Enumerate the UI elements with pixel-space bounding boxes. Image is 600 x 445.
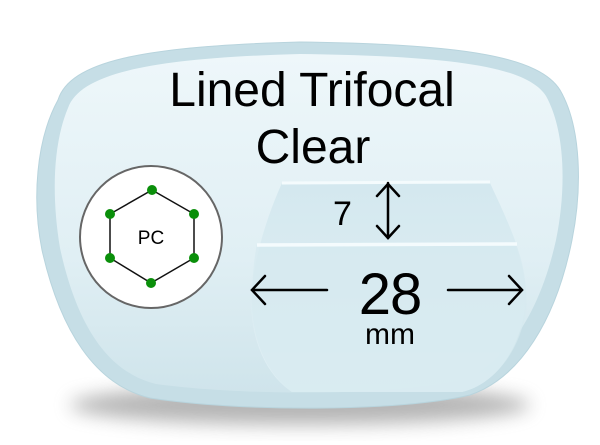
lens-type-title: Lined Trifocal [169, 64, 455, 117]
left-arrow-icon [250, 274, 329, 306]
segment-middle-ledge [256, 242, 518, 247]
segment-width-unit: mm [365, 318, 415, 351]
near-segment [251, 244, 527, 392]
lens-tint-title: Clear [255, 121, 371, 174]
material-label: PC [137, 228, 165, 249]
material-badge [79, 165, 223, 309]
hexagon-molecule-icon [105, 185, 199, 288]
segment-height-value: 7 [333, 195, 352, 233]
segment-width-value: 28 [358, 262, 423, 327]
segment-top-ledge [281, 180, 491, 185]
right-arrow-icon [446, 274, 524, 306]
vertical-double-arrow-icon [375, 181, 401, 240]
